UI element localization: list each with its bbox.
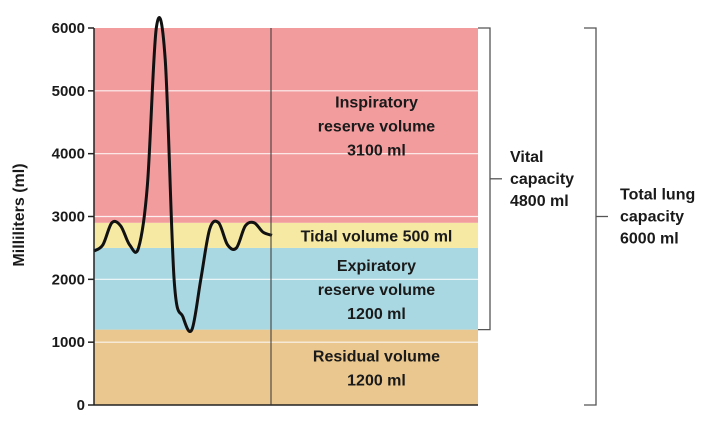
- y-axis-label: Milliliters (ml): [11, 163, 28, 266]
- bracket-vital: [478, 27, 491, 331]
- region-label-inspiratory: Inspiratory: [335, 94, 418, 111]
- region-label-residual: Residual volume: [313, 348, 440, 365]
- capacity-brackets: Vital capacity 4800 ml Total lung capacity 60…: [478, 27, 695, 406]
- y-tick-label: 4000: [52, 146, 85, 163]
- bracket-label-total: 6000 ml: [620, 231, 679, 248]
- y-tick-label: 6000: [52, 20, 85, 37]
- trace-line: [93, 16, 273, 333]
- region-labels: Residual volume 1200 ml Expiratory reserve …: [301, 94, 453, 389]
- bracket-label-vital: Vital: [510, 149, 544, 166]
- grid-lines: [94, 90, 478, 343]
- region-expiratory: [94, 247, 478, 330]
- region-label-inspiratory: 3100 ml: [347, 142, 406, 159]
- region-tidal: [94, 222, 478, 248]
- bracket-label-vital: capacity: [510, 171, 574, 188]
- y-tick-labels: 0 1000 2000 3000 4000 5000 6000: [52, 20, 94, 414]
- y-tick-label: 2000: [52, 271, 85, 288]
- region-label-residual: 1200 ml: [347, 372, 406, 389]
- region-label-expiratory: reserve volume: [318, 282, 436, 299]
- y-tick-label: 5000: [52, 83, 85, 100]
- bracket-total: [584, 27, 597, 406]
- region-label-inspiratory: reserve volume: [318, 118, 436, 135]
- region-label-tidal: Tidal volume 500 ml: [301, 228, 453, 245]
- region-residual: [94, 329, 478, 405]
- y-tick-label: 0: [77, 397, 85, 414]
- region-label-expiratory: 1200 ml: [347, 306, 406, 323]
- breathing-trace: [93, 16, 273, 333]
- bracket-label-total: capacity: [620, 209, 684, 226]
- bracket-label-total: Total lung: [620, 187, 695, 204]
- y-tick-label: 1000: [52, 334, 85, 351]
- bracket-label-vital: 4800 ml: [510, 193, 569, 210]
- region-label-expiratory: Expiratory: [337, 258, 416, 275]
- y-tick-label: 3000: [52, 209, 85, 226]
- region-inspiratory: [94, 28, 478, 223]
